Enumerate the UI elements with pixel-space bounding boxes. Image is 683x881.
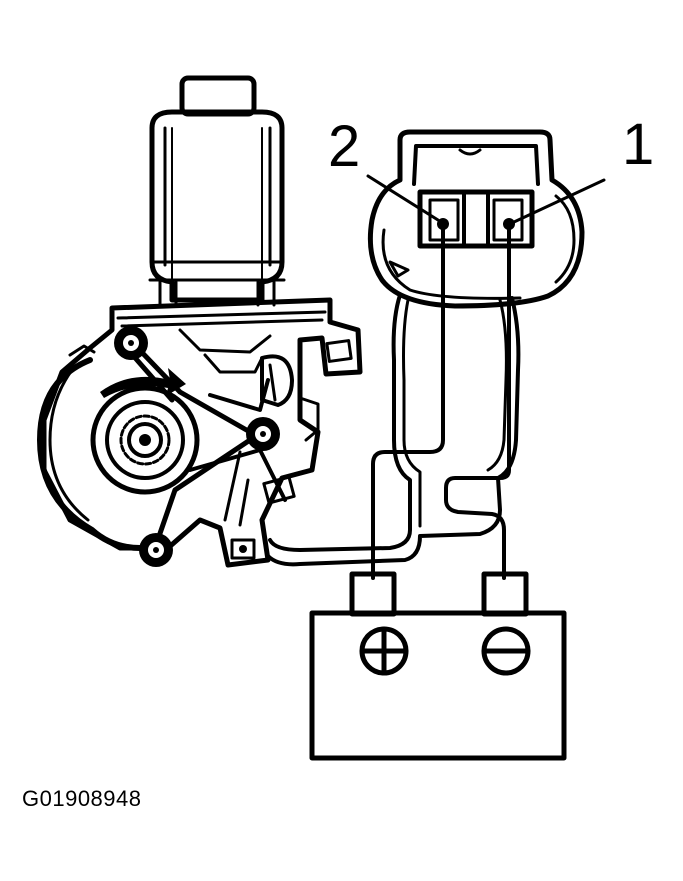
output-gear-outer <box>90 385 200 495</box>
minus-symbol <box>481 626 531 676</box>
leader-line-2 <box>366 174 440 222</box>
battery <box>309 571 567 761</box>
negative-post <box>481 571 529 617</box>
output-gear-teeth <box>119 414 171 466</box>
battery-case <box>309 610 567 761</box>
connector-housing <box>367 129 585 309</box>
mounting-bracket <box>41 297 363 568</box>
jumper-wires <box>371 224 511 580</box>
bolt-middle-right <box>246 417 280 451</box>
terminal-label-1: 1 <box>622 112 655 177</box>
plus-symbol <box>359 626 409 676</box>
terminal-label-2: 2 <box>328 114 361 179</box>
leader-line-1 <box>512 178 606 224</box>
bolt-top-left <box>114 326 148 360</box>
motor-cap <box>179 75 257 117</box>
output-gear-rim <box>105 400 185 480</box>
terminal-block <box>417 189 535 249</box>
window-regulator-motor <box>37 75 363 568</box>
bolt-bottom <box>139 533 173 567</box>
gear-housing <box>37 357 143 551</box>
wire-terminal-1-to-negative <box>444 224 511 580</box>
wire-terminal-2-to-positive <box>371 224 445 580</box>
figure-code: G01908948 <box>22 786 142 811</box>
rotation-arrow <box>100 368 186 398</box>
positive-post <box>349 571 397 617</box>
connector-harness <box>266 129 606 567</box>
